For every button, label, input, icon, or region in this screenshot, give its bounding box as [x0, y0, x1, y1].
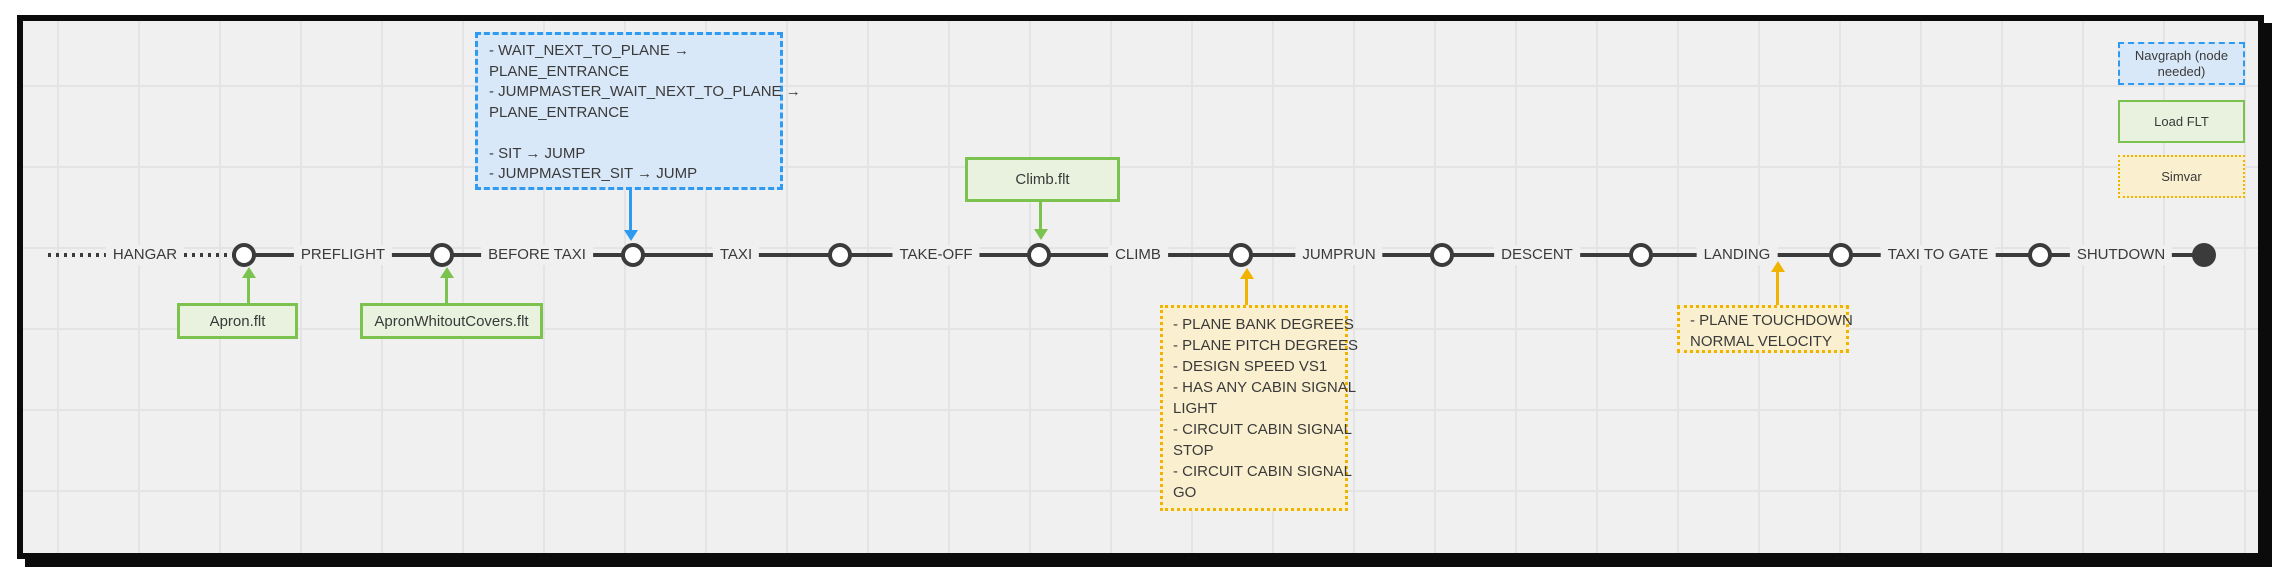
legend-load-flt-label: Load FLT: [2154, 113, 2209, 129]
legend-simvar-label: Simvar: [2161, 168, 2202, 184]
load-flt-arrowhead-icon: [440, 267, 454, 278]
navgraph-arrowhead-icon: [624, 230, 638, 241]
simvar-line: - DESIGN SPEED VS1: [1173, 358, 1328, 375]
legend-item-navgraph[interactable]: Navgraph (node needed): [2118, 42, 2245, 85]
navgraph-line: PLANE_ENTRANCE: [489, 62, 630, 80]
simvar-line: - CIRCUIT CABIN SIGNAL: [1173, 421, 1352, 438]
navgraph-line: - JUMPMASTER_SIT → JUMP: [489, 165, 698, 182]
phase-label-hangar: HANGAR: [105, 245, 185, 265]
diagram-frame: HANGAR PREFLIGHT BEFORE TAXI TAXI TAKE-O…: [17, 15, 2264, 559]
navgraph-line: - SIT → JUMP: [489, 144, 586, 162]
legend-item-load-flt[interactable]: Load FLT: [2118, 100, 2245, 143]
timeline-end-node[interactable]: [2192, 243, 2216, 267]
simvar-line: - PLANE BANK DEGREES: [1173, 316, 1354, 333]
timeline-node-descent-landing[interactable]: [1629, 243, 1653, 267]
timeline-node-taxitogate-shutdown[interactable]: [2028, 243, 2052, 267]
phase-label-climb: CLIMB: [1108, 245, 1168, 265]
navgraph-arrow: [629, 190, 632, 232]
timeline-node-preflight-beforetaxi[interactable]: [430, 243, 454, 267]
navgraph-line: - WAIT_NEXT_TO_PLANE →: [489, 42, 690, 59]
phase-label-descent: DESCENT: [1494, 245, 1580, 265]
load-flt-arrow: [445, 277, 448, 303]
simvar-box-landing[interactable]: - PLANE TOUCHDOWN NORMAL VELOCITY: [1677, 305, 1853, 353]
load-flt-label: Climb.flt: [1015, 171, 1070, 188]
timeline-line: [244, 253, 2204, 257]
phase-label-before-taxi: BEFORE TAXI: [481, 245, 593, 265]
phase-label-jumprun: JUMPRUN: [1295, 245, 1383, 265]
timeline-node-takeoff-climb[interactable]: [1027, 243, 1051, 267]
timeline-node-beforetaxi-taxi[interactable]: [621, 243, 645, 267]
simvar-line: - PLANE PITCH DEGREES: [1173, 337, 1359, 354]
phase-label-take-off: TAKE-OFF: [892, 245, 980, 265]
load-flt-box-climb[interactable]: Climb.flt: [965, 157, 1120, 202]
phase-label-taxi: TAXI: [712, 245, 760, 265]
legend-item-simvar[interactable]: Simvar: [2118, 155, 2245, 198]
timeline-node-taxi-takeoff[interactable]: [828, 243, 852, 267]
phase-label-shutdown: SHUTDOWN: [2069, 245, 2173, 265]
load-flt-box-apron-without-covers[interactable]: ApronWhitoutCovers.flt: [360, 303, 543, 339]
navgraph-line: - JUMPMASTER_WAIT_NEXT_TO_PLANE →: [489, 83, 801, 100]
navgraph-annotation-box[interactable]: - WAIT_NEXT_TO_PLANE → PLANE_ENTRANCE - …: [475, 32, 801, 190]
navgraph-line: [489, 123, 769, 144]
phase-label-landing: LANDING: [1696, 245, 1778, 265]
phase-label-preflight: PREFLIGHT: [293, 245, 393, 265]
diagram-canvas: HANGAR PREFLIGHT BEFORE TAXI TAXI TAKE-O…: [23, 21, 2258, 553]
timeline-node-hangar-preflight[interactable]: [232, 243, 256, 267]
simvar-line: LIGHT: [1173, 400, 1218, 417]
timeline-node-landing-taxitogate[interactable]: [1829, 243, 1853, 267]
load-flt-arrow: [1039, 202, 1042, 230]
load-flt-arrow: [247, 277, 250, 303]
load-flt-label: Apron.flt: [209, 312, 266, 330]
simvar-line: - HAS ANY CABIN SIGNAL: [1173, 379, 1357, 396]
simvar-arrow: [1245, 278, 1248, 305]
simvar-line: - PLANE TOUCHDOWN: [1690, 312, 1853, 329]
simvar-line: GO: [1173, 484, 1197, 501]
load-flt-label: ApronWhitoutCovers.flt: [374, 312, 529, 330]
simvar-arrowhead-icon: [1240, 268, 1254, 279]
simvar-arrow: [1776, 271, 1779, 305]
load-flt-arrowhead-icon: [1034, 229, 1048, 240]
simvar-line: NORMAL VELOCITY: [1690, 333, 1832, 350]
navgraph-line: PLANE_ENTRANCE: [489, 103, 630, 121]
load-flt-arrowhead-icon: [242, 267, 256, 278]
simvar-line: STOP: [1173, 442, 1214, 459]
phase-label-taxi-to-gate: TAXI TO GATE: [1880, 245, 1996, 265]
simvar-arrowhead-icon: [1771, 261, 1785, 272]
simvar-box-jumprun[interactable]: - PLANE BANK DEGREES - PLANE PITCH DEGRE…: [1160, 305, 1359, 511]
timeline-node-jumprun-descent[interactable]: [1430, 243, 1454, 267]
load-flt-box-apron[interactable]: Apron.flt: [177, 303, 298, 339]
legend-navgraph-label: Navgraph (node needed): [2134, 47, 2229, 79]
timeline-node-climb-jumprun[interactable]: [1229, 243, 1253, 267]
simvar-line: - CIRCUIT CABIN SIGNAL: [1173, 463, 1352, 480]
